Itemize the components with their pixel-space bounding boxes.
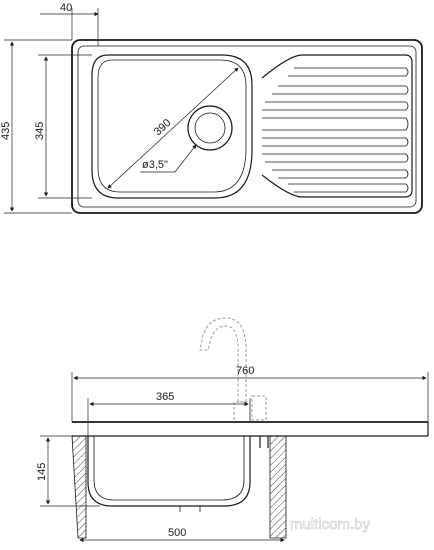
dim-bowl-depth: 345 xyxy=(34,122,46,140)
drain-inner xyxy=(194,112,226,144)
sink-outer-outline xyxy=(71,39,423,214)
drainboard-outline xyxy=(261,54,413,198)
bowl-profile-inner xyxy=(93,436,245,501)
sink-bowl xyxy=(91,54,253,199)
watermark-text: multicom.by xyxy=(290,516,371,533)
top-view: 40 435 345 390 ø3,5" xyxy=(0,2,423,214)
dim-total-width: 760 xyxy=(236,365,254,377)
cabinet-left-wall xyxy=(71,435,87,539)
bowl-profile xyxy=(87,436,251,507)
sink-inner-rim xyxy=(77,45,417,208)
drainboard-grooves xyxy=(262,67,409,193)
dim-drain-diameter: ø3,5" xyxy=(142,159,168,171)
dim-bowl-width-side: 365 xyxy=(156,391,174,403)
dim-bowl-height: 145 xyxy=(36,463,48,481)
dim-bowl-diagonal: 390 xyxy=(152,117,174,138)
dim-top-flange: 40 xyxy=(60,2,72,14)
faucet-outline xyxy=(199,317,251,420)
dim-total-depth: 435 xyxy=(0,122,12,140)
cabinet-right-wall xyxy=(269,435,287,539)
side-view: 760 365 145 500 xyxy=(36,317,429,543)
dim-cabinet-width: 500 xyxy=(168,527,186,539)
sink-bowl-inner xyxy=(97,59,247,193)
